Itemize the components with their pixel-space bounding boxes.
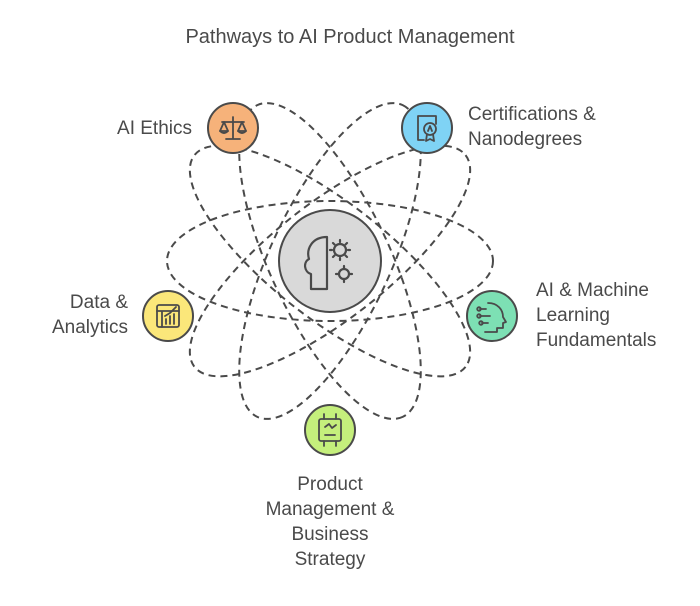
brain-gear-icon (304, 235, 354, 291)
orbit-steep-b (238, 102, 422, 420)
orbit-steep-a (238, 102, 422, 420)
ethics-node (207, 102, 259, 154)
ai-head-icon (476, 302, 507, 333)
pm-label-line: Management & (265, 499, 395, 520)
ml-label-line: Fundamentals (536, 330, 657, 351)
orbit-diagonal-a (188, 144, 472, 378)
ml-label-line: Learning (536, 305, 610, 326)
pm-label: Product Management & Business Strategy (230, 472, 430, 572)
orbits (166, 102, 494, 420)
ml-node (466, 290, 518, 342)
pm-node (304, 404, 356, 456)
pm-label-line: Business (291, 524, 369, 545)
cert-label-line: Certifications & (468, 104, 596, 125)
ethics-label: AI Ethics (117, 116, 192, 141)
ml-label-line: AI & Machine (536, 280, 649, 301)
cert-label: Certifications & Nanodegrees (468, 102, 596, 152)
diagram-title: Pathways to AI Product Management (185, 26, 515, 48)
data-label: Data & Analytics (52, 290, 128, 340)
spreadsheet-chart-icon (156, 304, 180, 328)
strategy-board-icon (318, 413, 342, 447)
certificate-icon (417, 115, 437, 142)
cert-node (401, 102, 453, 154)
orbit-horizontal (166, 200, 494, 322)
data-label-line: Data & (69, 292, 128, 313)
scales-icon (219, 116, 247, 140)
center-node (278, 209, 382, 313)
data-node (142, 290, 194, 342)
ml-label: AI & Machine Learning Fundamentals (536, 278, 656, 353)
pm-label-line: Product (297, 474, 363, 495)
cert-label-line: Nanodegrees (468, 129, 583, 150)
ethics-label-line: AI Ethics (117, 118, 192, 139)
data-label-line: Analytics (51, 317, 128, 338)
pm-label-line: Strategy (294, 549, 366, 570)
orbit-diagonal-b (188, 144, 472, 378)
